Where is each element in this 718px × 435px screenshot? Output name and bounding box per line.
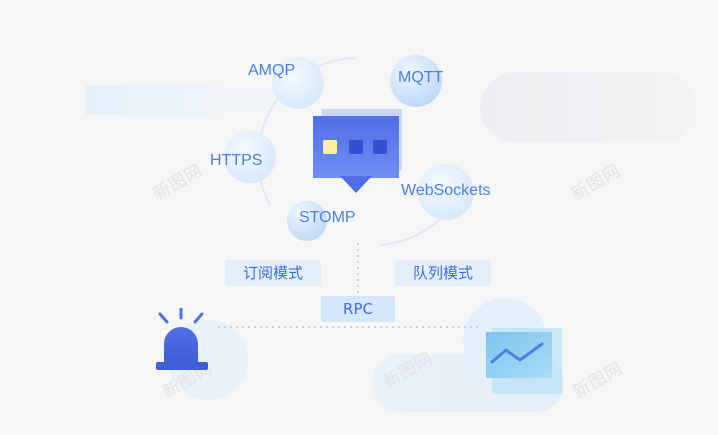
right-pill bbox=[480, 72, 696, 142]
alarm-siren-icon bbox=[156, 308, 208, 370]
protocol-label-mqtt: MQTT bbox=[398, 69, 444, 86]
bubble-mqtt bbox=[390, 55, 442, 107]
protocol-label-stomp: STOMP bbox=[299, 209, 356, 226]
bubble-websockets bbox=[418, 164, 474, 220]
indicator-light bbox=[373, 140, 387, 154]
protocol-label-amqp: AMQP bbox=[248, 62, 296, 79]
bubble-https bbox=[224, 131, 276, 183]
protocol-label-https: HTTPS bbox=[210, 152, 263, 169]
bubble-amqp bbox=[272, 57, 324, 109]
message-server-icon bbox=[313, 109, 402, 193]
indicator-light bbox=[349, 140, 363, 154]
mode-tag-rpc: RPC bbox=[321, 296, 395, 322]
mode-tag-queue: 队列模式 bbox=[395, 260, 491, 286]
left-band bbox=[86, 85, 282, 115]
bubble-stomp bbox=[287, 201, 327, 241]
mode-tag-subscribe: 订阅模式 bbox=[225, 260, 321, 286]
protocol-label-websockets: WebSockets bbox=[401, 182, 491, 199]
monitor-chart-icon bbox=[486, 328, 562, 394]
indicator-light bbox=[323, 140, 337, 154]
